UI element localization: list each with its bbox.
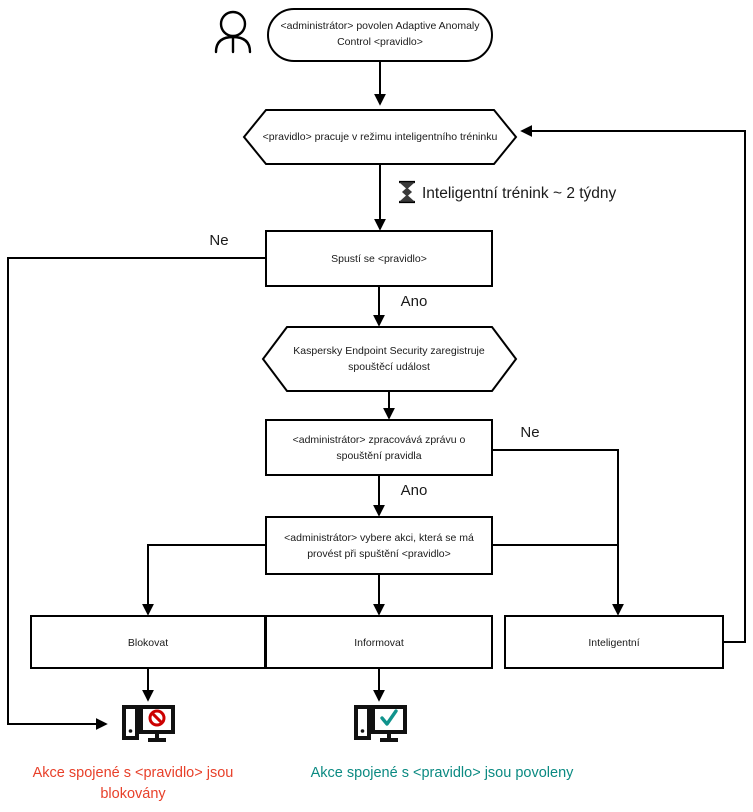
node-admin-selects-line1: <administrátor> vybere akci, která se má xyxy=(284,532,474,544)
edge-label-trigger-yes: Ano xyxy=(401,293,428,310)
node-action-inform-label: Informovat xyxy=(354,637,404,649)
node-start-line2: Control <pravidlo> xyxy=(337,36,423,48)
node-admin-processes xyxy=(265,419,493,476)
edge-smart-feedback-loop xyxy=(520,125,746,643)
node-action-inform xyxy=(265,615,493,669)
node-smart-mode xyxy=(242,109,518,165)
node-smart-mode-label: <pravidlo> pracuje v režimu inteligentní… xyxy=(263,131,498,143)
node-admin-selects-line2: provést při spuštění <pravidlo> xyxy=(307,548,451,560)
edge-label-process-no: Ne xyxy=(520,424,539,441)
node-rule-triggers-label: Spustí se <pravidlo> xyxy=(331,253,427,265)
edge-label-process-yes: Ano xyxy=(401,482,428,499)
node-admin-processes-line1: <administrátor> zpracovává zprávu o xyxy=(293,434,466,446)
node-action-smart-label: Inteligentní xyxy=(588,637,639,649)
node-start-line1: <administrátor> povolen Adaptive Anomaly xyxy=(280,20,480,32)
edge-process-no-to-smart xyxy=(492,449,624,616)
hourglass-icon xyxy=(399,180,415,204)
node-admin-processes-line2: spouštění pravidla xyxy=(336,450,421,462)
node-kes-registers-line1: Kaspersky Endpoint Security zaregistruje xyxy=(293,345,485,357)
edge-trigger-no-to-blocked xyxy=(7,257,266,730)
node-rule-triggers xyxy=(265,230,493,287)
node-kes-registers-line2: spouštěcí událost xyxy=(348,361,430,373)
training-note-label: Inteligentní trénink ~ 2 týdny xyxy=(422,185,617,202)
node-action-block-label: Blokovat xyxy=(128,637,168,649)
monitor-allowed-icon xyxy=(354,705,407,742)
edge-selects-to-block xyxy=(142,544,266,616)
caption-allowed-line1: Akce spojené s <pravidlo> jsou povoleny xyxy=(311,765,575,781)
edge-label-trigger-no: Ne xyxy=(209,232,228,249)
node-admin-selects xyxy=(265,516,493,575)
person-actor-icon xyxy=(214,10,252,54)
caption-blocked-line2: blokovány xyxy=(100,786,166,802)
monitor-blocked-icon xyxy=(122,705,175,742)
caption-blocked-line1: Akce spojené s <pravidlo> jsou xyxy=(33,765,234,781)
node-kes-registers xyxy=(261,326,518,392)
